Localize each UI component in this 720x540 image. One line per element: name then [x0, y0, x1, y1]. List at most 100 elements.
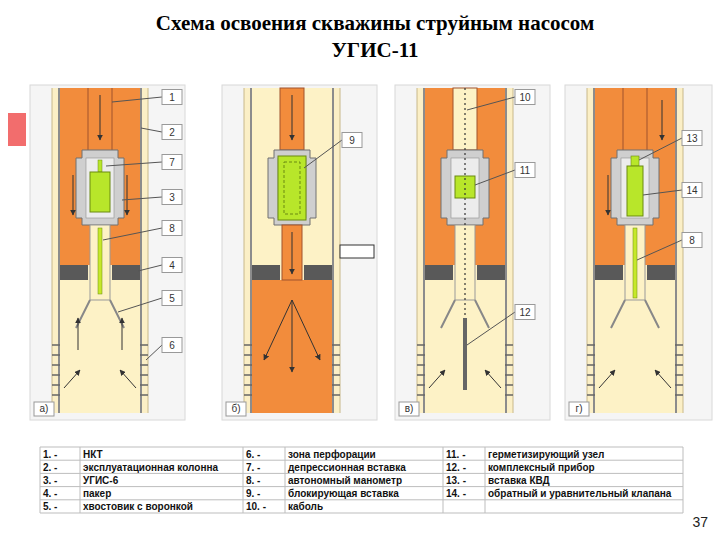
well-panel-c [417, 88, 513, 413]
table-cell: 7. - [244, 461, 285, 474]
callout-boxes [682, 233, 702, 248]
callout-boxes [162, 90, 182, 105]
table-grid [80, 447, 81, 513]
table-cell: хвостовик с воронкой [81, 500, 242, 513]
table-grid [40, 447, 41, 513]
callout-number: 10 [515, 90, 535, 105]
callout-boxes [682, 131, 702, 146]
table-grid [485, 447, 486, 513]
well-panel-d [631, 156, 639, 166]
callout-boxes [515, 90, 535, 105]
table-cell: 2. - [41, 461, 80, 474]
well-panel-b [292, 300, 293, 372]
callout-boxes [34, 90, 702, 417]
callout-number: 8 [682, 233, 702, 248]
callout-number: 7 [162, 155, 182, 170]
slide-marker [8, 113, 26, 146]
empty-frame [340, 245, 374, 258]
table-cell: УГИС-6 [81, 474, 242, 487]
table-grid [243, 447, 244, 513]
well-panel-a [88, 88, 89, 150]
well-panel-d [587, 88, 683, 413]
callout-boxes [162, 291, 182, 306]
well-panel-b [284, 162, 300, 214]
well-panel-b [292, 232, 293, 274]
callout-boxes [515, 305, 535, 320]
well-panel-a [98, 228, 102, 294]
table-cell: зона перфорации [286, 448, 442, 461]
panel-frames [30, 85, 712, 420]
callout-number: 9 [342, 133, 362, 148]
table-grid [683, 447, 684, 513]
well-panel-d [662, 100, 663, 140]
leader-lines [304, 140, 342, 168]
leader-lines [138, 265, 162, 271]
callout-number: 4 [162, 258, 182, 273]
page-number: 37 [668, 512, 708, 532]
table-cell: 14. - [444, 487, 485, 500]
table-cell: 6. - [244, 448, 285, 461]
well-panel-d [633, 228, 637, 298]
well-panel-b [244, 88, 340, 413]
table-grid [40, 499, 683, 500]
table-cell: 11. - [444, 448, 485, 461]
leader-lines [467, 312, 515, 345]
well-panel-a [64, 370, 80, 388]
well-panel-b [282, 225, 302, 280]
well-panel-d [611, 150, 659, 225]
well-panel-a [100, 95, 101, 140]
callout-boxes [162, 190, 182, 205]
callout-number: 12 [515, 305, 535, 320]
callout-number: 1 [162, 90, 182, 105]
leader-lines [122, 197, 162, 200]
table-cell: 9. - [244, 487, 285, 500]
table-cell: эксплуатационная колонна [81, 461, 242, 474]
callout-boxes [682, 183, 702, 198]
leader-lines [141, 128, 162, 132]
table-grid [443, 447, 444, 513]
well-panel-a [120, 370, 136, 388]
leader-lines [146, 345, 162, 360]
leader-lines [637, 240, 682, 260]
well-panel-c [485, 370, 501, 388]
well-panel-a [127, 175, 128, 215]
table-grid [40, 513, 683, 514]
well-panel-a [112, 88, 113, 150]
callout-number: 8 [162, 221, 182, 236]
slide-title: Схема освоения скважины струйным насосом… [130, 10, 620, 64]
leader-lines [467, 97, 515, 110]
callout-boxes [162, 221, 182, 236]
well-panel-d [587, 88, 683, 413]
well-panel-a [78, 318, 79, 350]
table-grid [40, 460, 683, 461]
table-cell: обратный и уравнительный клапана [486, 487, 682, 500]
well-panel-d [623, 88, 624, 150]
leader-lines [118, 298, 162, 312]
table-cell: 5. - [41, 500, 80, 513]
callout-boxes [569, 402, 589, 416]
well-panel-d [611, 300, 659, 328]
table-cell: 13. - [444, 474, 485, 487]
callout-boxes [515, 163, 535, 178]
well-panel-c [429, 370, 445, 388]
well-panel-d [655, 370, 671, 388]
well-panel-c [464, 88, 465, 320]
table-cell: 8. - [244, 474, 285, 487]
callout-number: 5 [162, 291, 182, 306]
callout-number: 3 [162, 190, 182, 205]
well-panel-b [244, 88, 340, 413]
well-panel-a [73, 175, 74, 215]
panel-frames [222, 85, 377, 420]
table-grid [40, 447, 683, 448]
well-panel-d [647, 88, 648, 150]
leader-lines [103, 97, 682, 360]
well-panel-a [98, 160, 102, 172]
table-cell: комплексный прибор [486, 461, 682, 474]
callout-number: 11 [515, 163, 535, 178]
well-panel-a [52, 88, 148, 413]
well-panel-b [292, 300, 320, 360]
table-cell: 12. - [444, 461, 485, 474]
well-panel-b [280, 88, 304, 150]
table-cell: 4. - [41, 487, 80, 500]
callout-boxes [34, 402, 54, 416]
